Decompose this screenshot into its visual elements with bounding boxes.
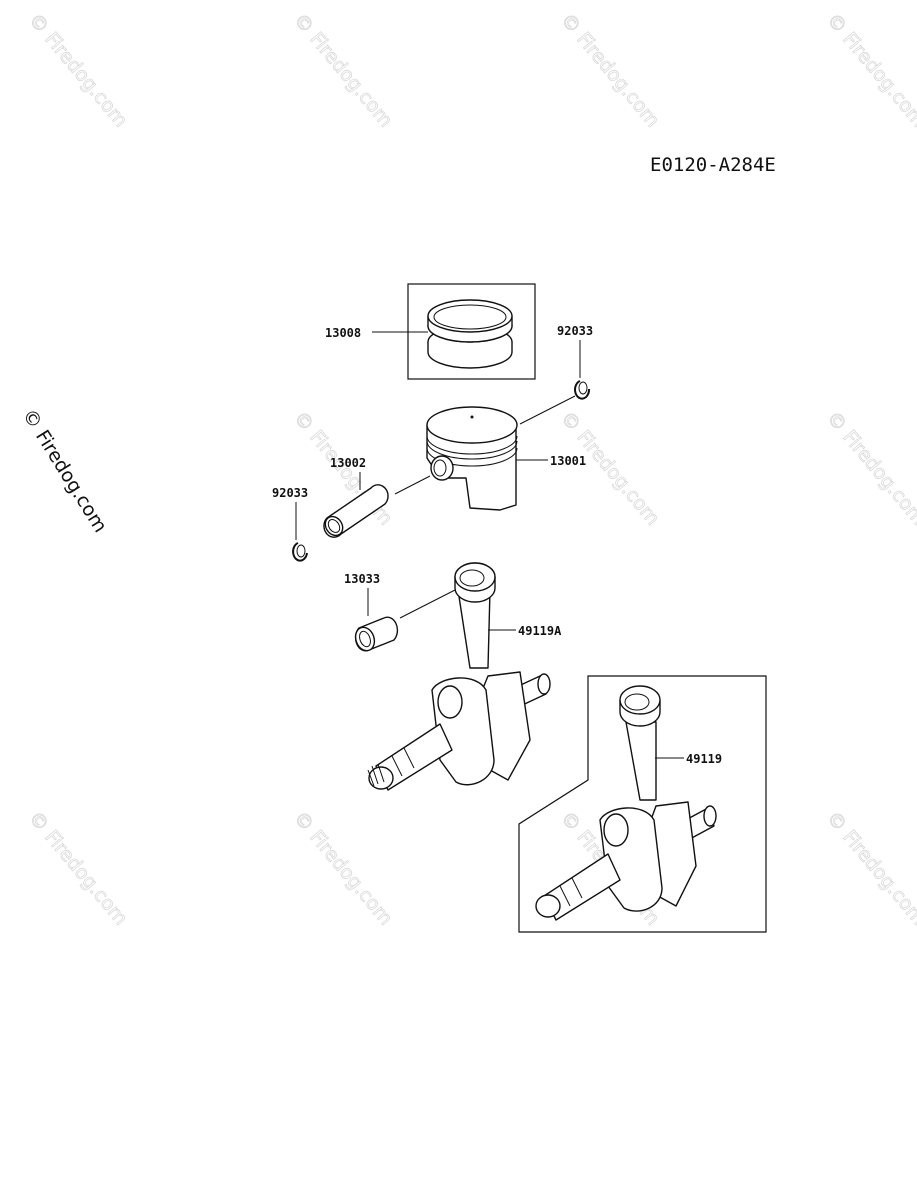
label-92033-right[interactable]: 92033: [557, 324, 593, 338]
crankshaft-box: [518, 675, 767, 933]
label-49119a[interactable]: 49119A: [518, 624, 562, 638]
label-13008[interactable]: 13008: [325, 326, 361, 340]
watermark: © Firedog.com: [24, 807, 132, 929]
watermark: © Firedog.com: [24, 9, 132, 131]
piston[interactable]: [426, 406, 518, 511]
circlip-left[interactable]: [292, 542, 308, 562]
watermark: © Firedog.com: [556, 407, 664, 529]
watermark: © Firedog.com: [289, 807, 397, 929]
crankshaft-49119a[interactable]: [367, 562, 551, 791]
label-92033-left[interactable]: 92033: [272, 486, 308, 500]
diagram-code: E0120-A284E: [650, 154, 776, 176]
watermark: © Firedog.com: [556, 9, 664, 131]
needle-bearing[interactable]: [352, 616, 399, 653]
watermark: © Firedog.com: [822, 807, 917, 929]
label-13033[interactable]: 13033: [344, 572, 380, 586]
circlip-right[interactable]: [574, 380, 591, 400]
label-13002[interactable]: 13002: [330, 456, 366, 470]
piston-ring-set[interactable]: [427, 299, 513, 369]
label-13001[interactable]: 13001: [550, 454, 586, 468]
axis-right: [519, 395, 576, 425]
watermark: © Firedog.com: [822, 9, 917, 131]
crankshaft-49119[interactable]: [535, 685, 717, 921]
piston-pin[interactable]: [322, 484, 389, 539]
side-watermark: © Firedog.com: [18, 405, 112, 536]
watermark: © Firedog.com: [822, 407, 917, 529]
axis-pin: [394, 475, 431, 495]
watermark: © Firedog.com: [289, 9, 397, 131]
label-49119[interactable]: 49119: [686, 752, 722, 766]
axis-bearing: [399, 589, 456, 619]
